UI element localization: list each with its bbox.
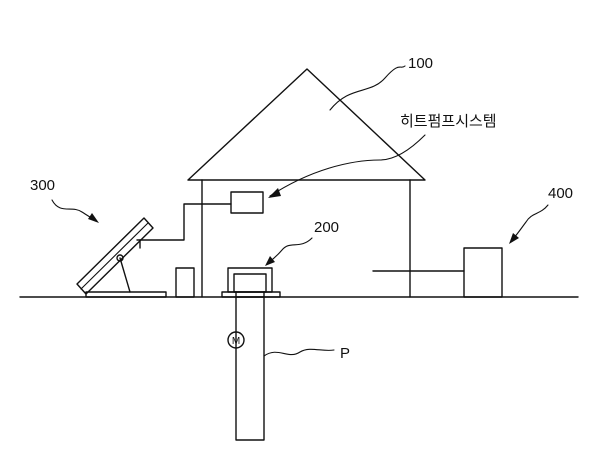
leader-p: [264, 349, 334, 356]
label-400: 400: [548, 185, 573, 202]
leader-200: [268, 238, 312, 263]
storage-box: [176, 268, 194, 297]
unit-200: [222, 268, 280, 297]
solar-panel-inner-line: [81, 223, 148, 289]
solar-base-plate: [86, 292, 166, 297]
leader-400: [512, 205, 548, 240]
unit-400-box: [464, 248, 502, 297]
house-roof: [188, 69, 425, 180]
heat-pump-pipe: [137, 204, 231, 240]
label-100: 100: [408, 55, 433, 72]
label-200: 200: [314, 219, 339, 236]
leader-100: [330, 66, 405, 110]
unit-200-inner: [234, 274, 266, 292]
label-p: P: [340, 345, 350, 362]
well-pipe: [236, 297, 264, 440]
arrowhead-400: [509, 233, 519, 244]
arrowhead-200: [265, 256, 275, 266]
motor-label: M: [232, 336, 240, 347]
label-300: 300: [30, 177, 55, 194]
label-heat-pump-system: 히트펌프시스템: [400, 112, 497, 130]
heat-pump-box: [231, 192, 263, 213]
solar-panel: [77, 218, 166, 297]
arrowhead-heat-pump: [268, 188, 281, 198]
solar-support-strut: [120, 258, 130, 292]
unit-200-base: [222, 292, 280, 297]
leader-heat-pump: [270, 135, 425, 196]
arrowhead-300: [88, 213, 99, 223]
